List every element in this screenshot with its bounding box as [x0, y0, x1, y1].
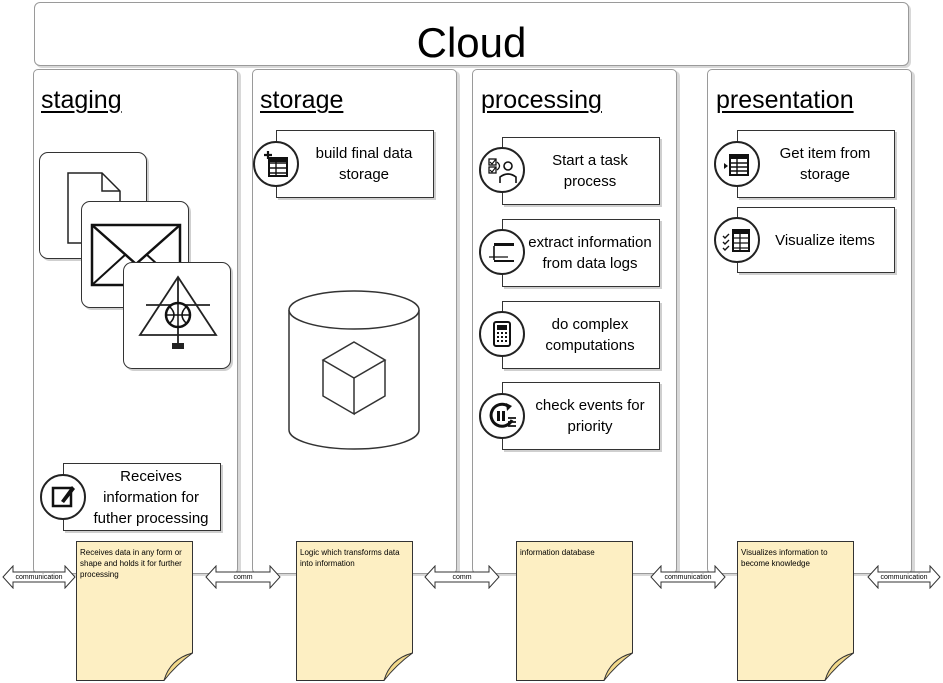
- database-cylinder: [288, 290, 420, 450]
- staging-tile-globe: [123, 262, 231, 369]
- note-storage: Logic which transforms data into informa…: [296, 541, 413, 681]
- priority-events-icon: [479, 393, 525, 439]
- task-processing-events[interactable]: check events for priority: [502, 382, 660, 450]
- column-title-presentation: presentation: [716, 86, 854, 114]
- edit-form-icon: [40, 474, 86, 520]
- comm-arrow-label: communication: [664, 573, 712, 581]
- cloud-banner: Cloud: [34, 2, 909, 66]
- task-label: do complex computations: [545, 316, 635, 354]
- get-item-table-icon: [714, 141, 760, 187]
- add-table-icon: [253, 141, 299, 187]
- note-presentation: Visualizes information to become knowled…: [737, 541, 854, 681]
- note-text: information database: [520, 548, 595, 557]
- task-storage-build[interactable]: build final data storage: [276, 130, 434, 198]
- note-staging: Receives data in any form or shape and h…: [76, 541, 193, 681]
- task-processing-compute[interactable]: do complex computations: [502, 301, 660, 369]
- task-processing-extract[interactable]: extract information from data logs: [502, 219, 660, 287]
- task-processing-start[interactable]: Start a task process: [502, 137, 660, 205]
- task-label: Receives information for futher processi…: [93, 467, 209, 527]
- task-label: Start a task process: [552, 152, 628, 190]
- extract-data-icon: [479, 229, 525, 275]
- comm-arrow-1: comm: [205, 565, 281, 589]
- column-title-storage: storage: [260, 86, 344, 114]
- task-label: Get item from storage: [779, 145, 871, 183]
- comm-arrow-3: communication: [650, 565, 726, 589]
- globe-network-icon: [138, 275, 218, 349]
- checklist-table-icon: [714, 217, 760, 263]
- task-presentation-get[interactable]: Get item from storage: [737, 130, 895, 198]
- note-processing: information database: [516, 541, 633, 681]
- task-process-icon: [479, 147, 525, 193]
- calculator-icon: [479, 311, 525, 357]
- column-title-staging: staging: [41, 86, 122, 114]
- comm-arrow-label: communication: [880, 573, 928, 581]
- comm-arrow-0: communication: [2, 565, 76, 589]
- task-staging-receive[interactable]: Receives information for futher processi…: [63, 463, 221, 531]
- task-presentation-visualize[interactable]: Visualize items: [737, 207, 895, 273]
- database-cube-icon: [288, 290, 420, 450]
- task-label: build final data storage: [315, 145, 413, 183]
- comm-arrow-label: communication: [15, 573, 63, 581]
- task-label: check events for priority: [535, 397, 645, 435]
- column-title-processing: processing: [481, 86, 602, 114]
- task-label: Visualize items: [775, 231, 875, 249]
- note-text: Visualizes information to become knowled…: [741, 548, 828, 568]
- comm-arrow-label: comm: [452, 573, 472, 581]
- comm-arrow-label: comm: [233, 573, 253, 581]
- note-text: Logic which transforms data into informa…: [300, 548, 400, 568]
- note-text: Receives data in any form or shape and h…: [80, 548, 182, 579]
- task-label: extract information from data logs: [528, 234, 652, 272]
- comm-arrow-4: communication: [867, 565, 941, 589]
- page-title: Cloud: [416, 19, 527, 66]
- comm-arrow-2: comm: [424, 565, 500, 589]
